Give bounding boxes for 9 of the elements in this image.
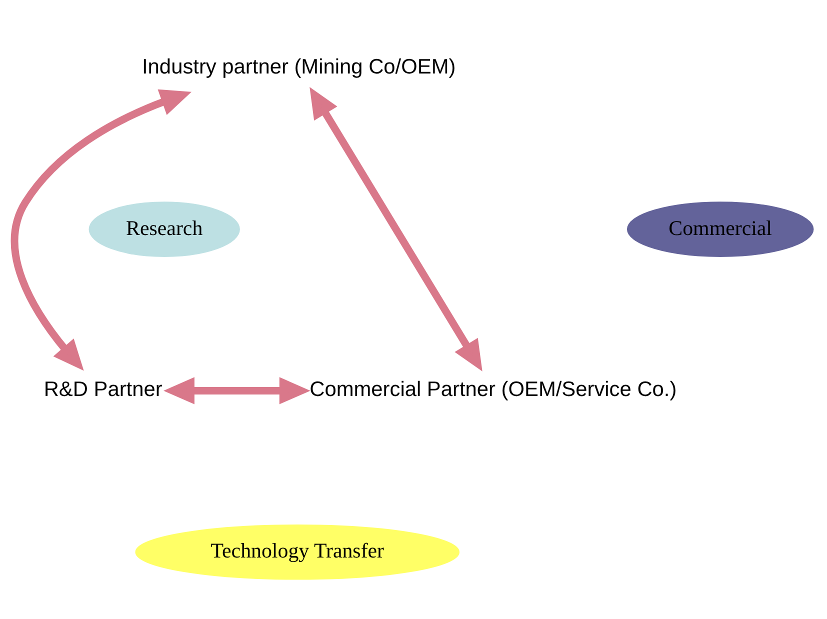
arrow — [310, 86, 482, 371]
arrow — [163, 376, 310, 404]
node-ellipse: Research — [88, 201, 240, 256]
arrow — [10, 88, 192, 370]
node-ellipse: Commercial — [626, 201, 814, 256]
node-text: Commercial Partner (OEM/Service Co.) — [310, 378, 677, 401]
node-text: Industry partner (Mining Co/OEM) — [142, 54, 456, 78]
node-ellipse: Technology Transfer — [135, 524, 460, 580]
node-text: R&D Partner — [44, 378, 162, 401]
